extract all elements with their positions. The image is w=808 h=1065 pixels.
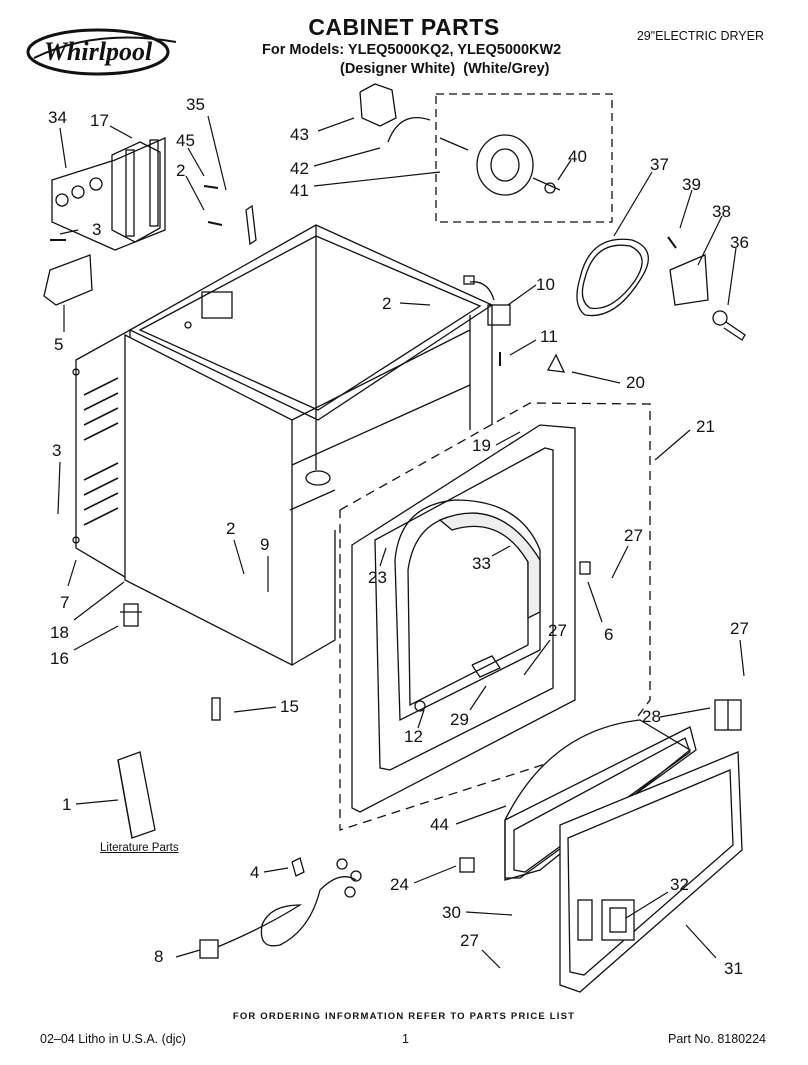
colors-line: (Designer White) (White/Grey)	[340, 61, 550, 77]
callout-29: 29	[450, 710, 469, 729]
callout-32: 32	[670, 875, 689, 894]
callout-43: 43	[290, 125, 309, 144]
callout-4: 4	[250, 863, 259, 882]
callout-42: 42	[290, 159, 309, 178]
callout-30: 30	[442, 903, 461, 922]
callout-28: 28	[642, 707, 661, 726]
leader-lines	[57, 115, 745, 969]
motor-bracket-43	[359, 83, 397, 127]
callout-8: 8	[154, 947, 163, 966]
callout-40: 40	[568, 147, 587, 166]
cabinet-body	[72, 224, 494, 667]
models-line: For Models: YLEQ5000KQ2, YLEQ5000KW2	[262, 42, 562, 58]
literature-parts-label: Literature Parts	[100, 842, 179, 854]
brand-wordmark: Whirlpool	[44, 37, 153, 66]
callout-21: 21	[696, 417, 715, 436]
callout-9: 9	[260, 535, 269, 554]
door-switch-29	[471, 655, 501, 678]
cord-clamp-4	[291, 857, 305, 877]
callout-3b: 3	[52, 441, 61, 460]
motor-clamp-42	[387, 116, 431, 143]
callout-20: 20	[626, 373, 645, 392]
callout-2: 2	[176, 161, 185, 180]
callout-6: 6	[604, 625, 613, 644]
callout-27d: 27	[460, 931, 479, 950]
callout-2b: 2	[382, 294, 391, 313]
callout-39: 39	[682, 175, 701, 194]
part-number: Part No. 8180224	[668, 1032, 766, 1046]
callout-41: 41	[290, 181, 309, 200]
product-type: 29"ELECTRIC DRYER	[636, 29, 764, 43]
literature-parts-booklet	[117, 751, 156, 839]
callout-5: 5	[54, 335, 63, 354]
bumper-20	[546, 353, 566, 373]
screws-top-left	[50, 185, 223, 241]
callout-35: 35	[186, 95, 205, 114]
callout-36: 36	[730, 233, 749, 252]
hinge-15	[211, 697, 221, 721]
callout-10: 10	[536, 275, 555, 294]
front-panel	[339, 402, 651, 831]
ordering-note: FOR ORDERING INFORMATION REFER TO PARTS …	[232, 1011, 576, 1022]
idler-bracket	[667, 236, 709, 306]
callout-24: 24	[390, 875, 409, 894]
whirlpool-logo: Whirlpool	[26, 24, 186, 80]
callout-38: 38	[712, 202, 731, 221]
thermal-fuse-10	[463, 275, 511, 326]
leveling-leg	[120, 603, 142, 627]
callout-45: 45	[176, 131, 195, 150]
door-assembly	[504, 719, 743, 993]
callout-7: 7	[60, 593, 69, 612]
callout-34: 34	[48, 108, 67, 127]
page-title: CABINET PARTS	[308, 14, 500, 40]
callout-1: 1	[62, 795, 71, 814]
callout-31: 31	[724, 959, 743, 978]
door-catch-6	[579, 561, 591, 575]
callout-23: 23	[368, 568, 387, 587]
callout-2c: 2	[226, 519, 235, 538]
callout-33: 33	[472, 554, 491, 573]
callout-27b: 27	[548, 621, 567, 640]
motor-assembly	[435, 93, 613, 223]
litho-info: 02–04 Litho in U.S.A. (djc)	[40, 1032, 186, 1046]
callout-27c: 27	[730, 619, 749, 638]
callout-16: 16	[50, 649, 69, 668]
clip-part-35	[245, 204, 257, 246]
callout-3: 3	[92, 220, 101, 239]
callout-17: 17	[90, 111, 109, 130]
power-cord	[199, 858, 362, 959]
terminal-cover	[43, 254, 93, 306]
idler-pulley	[712, 310, 746, 341]
callout-44: 44	[430, 815, 449, 834]
callout-15: 15	[280, 697, 299, 716]
callout-19: 19	[472, 436, 491, 455]
callout-12: 12	[404, 727, 423, 746]
callout-37: 37	[650, 155, 669, 174]
drive-belt	[576, 238, 649, 317]
callout-numbers: 34 17 35 45 2 3 5 43 42 41 40 37 39 38 3…	[48, 95, 749, 978]
door-strike-24	[459, 857, 475, 873]
callout-18: 18	[50, 623, 69, 642]
page-number: 1	[402, 1032, 409, 1046]
base-hinge-28	[714, 699, 742, 731]
callout-11: 11	[540, 327, 558, 346]
callout-27a: 27	[624, 526, 643, 545]
terminal-block-assembly	[51, 137, 166, 251]
